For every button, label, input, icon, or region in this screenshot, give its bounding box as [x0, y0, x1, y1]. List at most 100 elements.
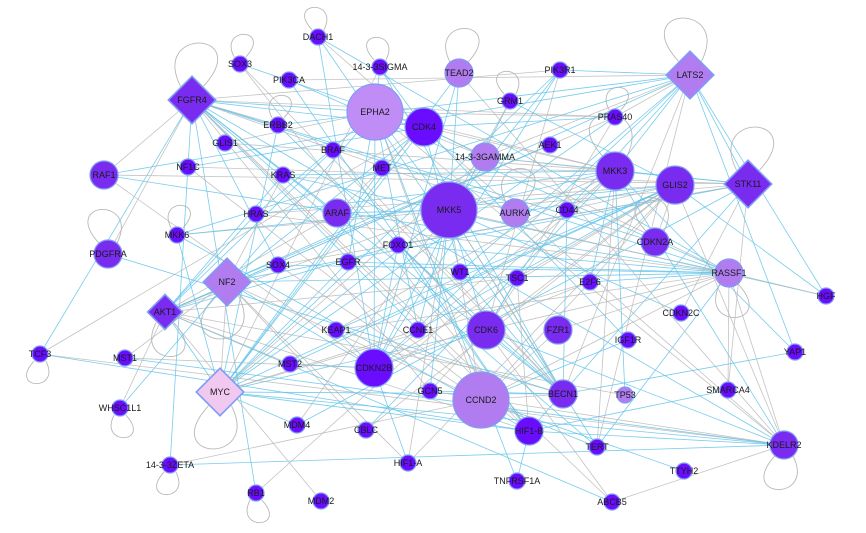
node-mst2[interactable]: MST2 [278, 355, 302, 373]
node-sox3[interactable]: SOX3 [228, 55, 252, 73]
node-mkk3[interactable]: MKK3 [595, 151, 635, 191]
edge-wt1-becn1 [459, 271, 564, 395]
edge-mdm2-akt1 [164, 311, 322, 502]
node-glis1[interactable]: GLIS1 [212, 134, 238, 152]
node-aek1[interactable]: AEK1 [538, 136, 562, 154]
node-braf[interactable]: BRAF [321, 141, 346, 159]
node-pik3r1[interactable]: PIK3R1 [544, 61, 576, 79]
node-14-3-3zeta-label: 14-3-3ZETA [146, 460, 194, 470]
node-cd44[interactable]: CD44 [555, 201, 579, 219]
edge-fgfr4-pdgfra [107, 99, 193, 255]
node-glis2[interactable]: GLIS2 [655, 165, 695, 205]
self-loop-whsc1l1 [110, 414, 134, 439]
node-araf[interactable]: ARAF [322, 198, 352, 228]
node-14-3-3gamma[interactable]: 14-3-3GAMMA [455, 142, 515, 172]
self-loop-dach1 [304, 6, 328, 31]
node-nf2[interactable]: NF2 [202, 257, 252, 307]
node-tead2[interactable]: TEAD2 [444, 58, 474, 88]
self-loop-stk11 [730, 126, 775, 171]
node-akt1[interactable]: AKT1 [146, 293, 184, 331]
node-mkk5[interactable]: MKK5 [420, 181, 478, 239]
edge-myc-e2f6 [219, 281, 591, 393]
node-foxo1-shape [389, 236, 407, 254]
node-tert[interactable]: TERT [585, 438, 609, 456]
self-loop-14-3-3sigma [366, 36, 390, 61]
node-cdkn2c[interactable]: CDKN2C [662, 304, 700, 322]
node-whsc1l1[interactable]: WHSC1L1 [99, 399, 142, 417]
node-ttyh2[interactable]: TTYH2 [670, 462, 699, 480]
node-raf1[interactable]: RAF1 [89, 160, 119, 190]
node-tcf3[interactable]: TCF3 [29, 345, 52, 363]
node-fgfr4-label: FGFR4 [177, 95, 207, 105]
node-keap1[interactable]: KEAP1 [321, 321, 351, 339]
node-cdk6[interactable]: CDK6 [466, 310, 506, 350]
node-aurka[interactable]: AURKA [499, 198, 531, 228]
node-egfr[interactable]: EGFR [335, 253, 361, 271]
node-egfr-shape [339, 253, 357, 271]
node-abcb5[interactable]: ABCB5 [597, 493, 627, 511]
node-pras40[interactable]: PRAS40 [598, 108, 633, 126]
node-lats2-label: LATS2 [677, 70, 704, 80]
node-glis2-shape [655, 165, 695, 205]
node-rassf1[interactable]: RASSF1 [711, 258, 747, 288]
node-hif1-a[interactable]: HIF1-A [394, 454, 423, 472]
self-loop-myc [193, 405, 238, 450]
edge-mkk3-tp53 [614, 170, 626, 396]
node-cd44-label: CD44 [555, 205, 578, 215]
node-kras[interactable]: KRAS [271, 166, 296, 184]
node-hgf[interactable]: HGF [817, 287, 837, 305]
node-tsc1[interactable]: TSC1 [505, 269, 529, 287]
node-myc[interactable]: MYC [195, 367, 245, 417]
node-araf-shape [322, 198, 352, 228]
node-14-3-3sigma[interactable]: 14-3-3SIGMA [352, 58, 408, 76]
node-wt1[interactable]: WT1 [451, 263, 470, 281]
node-aurka-shape [500, 198, 530, 228]
node-lats2[interactable]: LATS2 [665, 50, 715, 100]
node-ccne1[interactable]: CCNE1 [403, 321, 434, 339]
node-gcn5[interactable]: GCN5 [417, 382, 443, 400]
node-tnfrsf1a[interactable]: TNFRSF1A [494, 472, 541, 490]
edge-rassf1-e2f6 [589, 272, 730, 283]
node-mst1[interactable]: MST1 [113, 349, 137, 367]
node-mkk6[interactable]: MKK6 [165, 226, 190, 244]
node-smarca4[interactable]: SMARCA4 [706, 381, 750, 399]
node-foxo1[interactable]: FOXO1 [383, 236, 414, 254]
node-ccnd2[interactable]: CCND2 [452, 371, 510, 429]
edge-ccnd2-mkk5 [448, 209, 482, 401]
node-cdkn2a-label: CDKN2A [637, 237, 674, 247]
node-becn1[interactable]: BECN1 [548, 379, 578, 409]
node-cblc[interactable]: CBLC [354, 421, 379, 439]
node-hif1-b[interactable]: HIF1-B [514, 416, 544, 446]
node-pdgfra[interactable]: PDGFRA [89, 239, 127, 269]
node-dach1[interactable]: DACH1 [303, 28, 334, 46]
edge-cd44-lats2 [566, 74, 691, 211]
node-igf1r[interactable]: IGF1R [615, 331, 642, 349]
node-fzr1[interactable]: FZR1 [543, 315, 573, 345]
node-sox4[interactable]: SOX4 [266, 256, 290, 274]
node-14-3-3zeta[interactable]: 14-3-3ZETA [146, 456, 194, 474]
node-cdkn2a[interactable]: CDKN2A [637, 227, 674, 257]
node-rb1[interactable]: RB1 [247, 484, 265, 502]
edge-glis2-hgf [674, 184, 827, 297]
node-yap1[interactable]: YAP1 [784, 343, 806, 361]
node-cdk4[interactable]: CDK4 [404, 107, 444, 147]
node-kdelr2[interactable]: KDELR2 [766, 430, 802, 460]
node-cdk6-shape [466, 310, 506, 350]
node-tp53-shape [616, 386, 634, 404]
node-hras[interactable]: HRAS [243, 205, 269, 223]
node-epha2[interactable]: EPHA2 [346, 83, 404, 141]
self-loop-kdelr2 [763, 455, 798, 490]
node-fgfr4[interactable]: FGFR4 [167, 75, 217, 125]
node-mdm4[interactable]: MDM4 [284, 416, 311, 434]
node-pik3ca[interactable]: PIK3CA [273, 71, 305, 89]
node-met[interactable]: MET [373, 159, 393, 177]
node-nf1c[interactable]: NF1C [176, 158, 200, 176]
node-erbb2[interactable]: ERBB2 [263, 116, 293, 134]
node-stk11[interactable]: STK11 [723, 159, 773, 209]
node-e2f6[interactable]: E2F6 [579, 273, 601, 291]
node-grm1[interactable]: GRM1 [497, 92, 523, 110]
node-cdkn2b[interactable]: CDKN2B [354, 348, 394, 388]
node-nf1c-shape [179, 158, 197, 176]
node-tp53[interactable]: TP53 [614, 386, 636, 404]
node-mdm2[interactable]: MDM2 [308, 492, 335, 510]
